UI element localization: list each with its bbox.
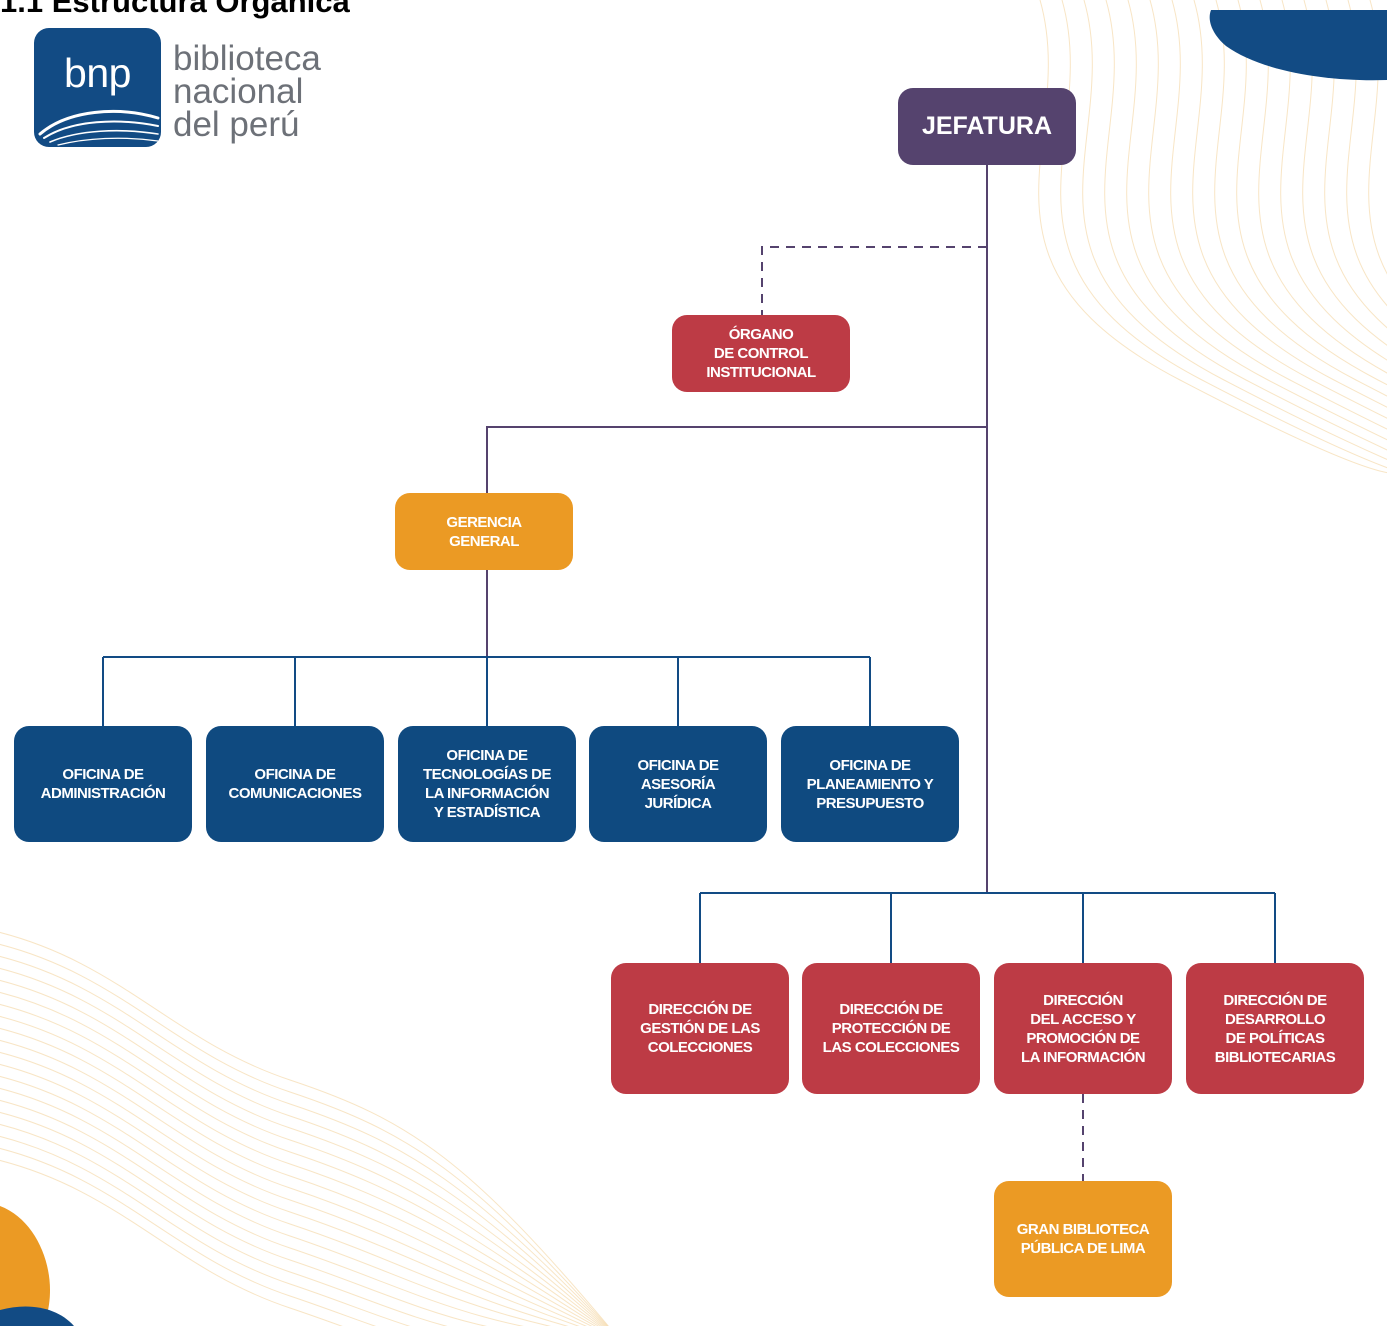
node-oficina-tecnologias: OFICINA DE TECNOLOGÍAS DE LA INFORMACIÓN… bbox=[398, 726, 576, 842]
logo-badge: bnp bbox=[34, 28, 161, 147]
node-organo-control: ÓRGANO DE CONTROL INSTITUCIONAL bbox=[672, 315, 850, 392]
node-oficina-planeamiento: OFICINA DE PLANEAMIENTO Y PRESUPUESTO bbox=[781, 726, 959, 842]
logo-arcs-icon bbox=[38, 109, 160, 146]
logo-word-del-peru: del perú bbox=[173, 105, 300, 144]
node-direccion-proteccion-colecciones: DIRECCIÓN DE PROTECCIÓN DE LAS COLECCION… bbox=[802, 963, 980, 1094]
node-oficina-administracion: OFICINA DE ADMINISTRACIÓN bbox=[14, 726, 192, 842]
blue-blob-bottom-left bbox=[0, 1306, 74, 1326]
node-direccion-gestion-colecciones: DIRECCIÓN DE GESTIÓN DE LAS COLECCIONES bbox=[611, 963, 789, 1094]
node-oficina-asesoria-juridica: OFICINA DE ASESORÍA JURÍDICA bbox=[589, 726, 767, 842]
blue-blob-top-right bbox=[1209, 10, 1387, 81]
logo-word-nacional: nacional bbox=[173, 72, 304, 111]
node-jefatura: JEFATURA bbox=[898, 88, 1076, 165]
connector-oficinas bbox=[102, 656, 871, 726]
node-gerencia-general: GERENCIA GENERAL bbox=[395, 493, 573, 570]
wave-pattern-top-right bbox=[1038, 0, 1387, 474]
page-heading: 1.1 Estructura Orgánica bbox=[0, 0, 350, 19]
node-gran-biblioteca: GRAN BIBLIOTECA PÚBLICA DE LIMA bbox=[994, 1181, 1172, 1297]
logo-word-biblioteca: biblioteca bbox=[173, 39, 321, 78]
connector-control-dashed bbox=[761, 246, 987, 315]
orange-blob-bottom-left bbox=[0, 1206, 50, 1326]
node-oficina-comunicaciones: OFICINA DE COMUNICACIONES bbox=[206, 726, 384, 842]
logo-badge-text: bnp bbox=[64, 50, 131, 96]
node-direccion-desarrollo-politicas: DIRECCIÓN DE DESARROLLO DE POLÍTICAS BIB… bbox=[1186, 963, 1364, 1094]
wave-pattern-bottom-left bbox=[0, 932, 609, 1326]
connector-gerencia bbox=[486, 426, 987, 493]
connector-direcciones bbox=[699, 892, 1276, 963]
node-direccion-acceso-promocion: DIRECCIÓN DEL ACCESO Y PROMOCIÓN DE LA I… bbox=[994, 963, 1172, 1094]
bnp-logo: bnp biblioteca nacional del perú bbox=[34, 28, 364, 152]
